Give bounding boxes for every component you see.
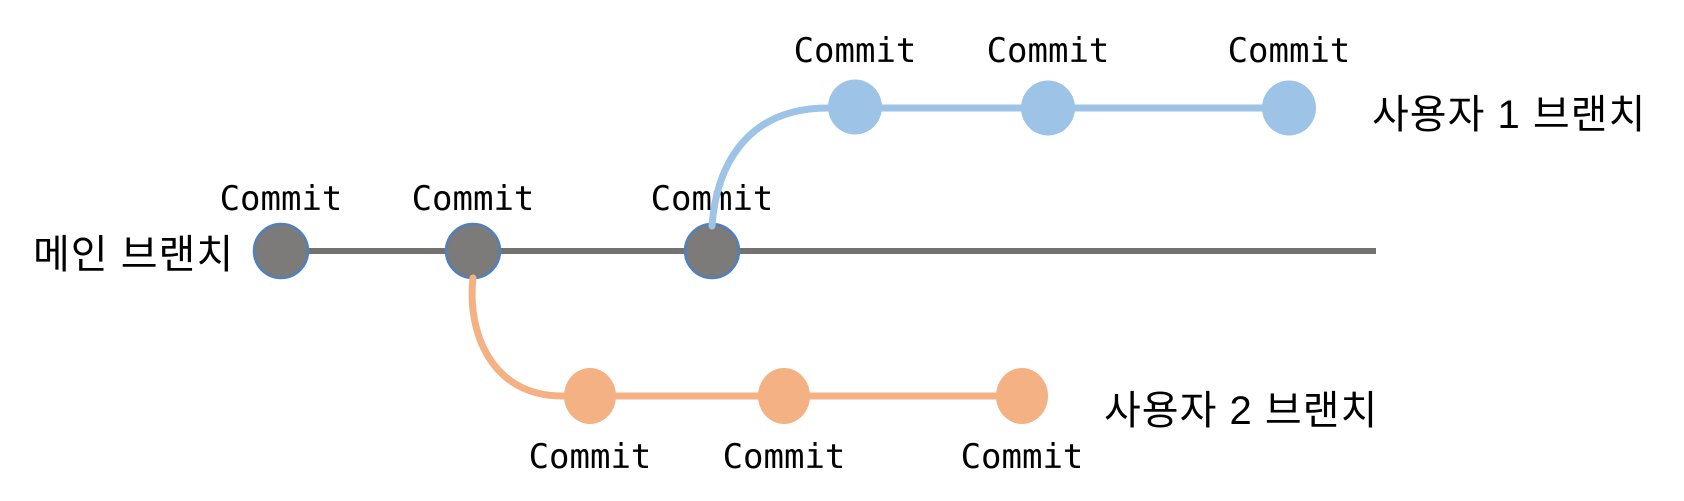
- main-branch-commit-label-1: Commit: [220, 179, 343, 219]
- user1-branch-commit-node-2: [1021, 80, 1075, 136]
- user2-branch-label: 사용자 2 브랜치: [1104, 388, 1379, 433]
- user2-branch-commit-node-1: [564, 368, 616, 424]
- user2-branch-commit-node-3: [996, 368, 1048, 424]
- main-branch-commit-node-3: [683, 222, 741, 280]
- user1-branch-commit-label-1: Commit: [794, 31, 917, 71]
- user1-branch-label: 사용자 1 브랜치: [1372, 92, 1647, 137]
- user2-branch-fork-curve: [468, 274, 566, 400]
- user2-branch-commit-label-3: Commit: [961, 437, 1084, 477]
- user2-branch-commit-node-2: [758, 368, 810, 424]
- user2-branch-commit-label-2: Commit: [723, 437, 846, 477]
- main-branch-commit-node-2: [444, 222, 502, 280]
- user1-branch-commit-node-3: [1262, 80, 1316, 136]
- user1-branch-fork-curve: [708, 104, 832, 230]
- user1-branch-commit-node-1: [828, 79, 882, 135]
- user1-branch-commit-label-2: Commit: [987, 31, 1110, 71]
- main-branch-commit-node-1: [252, 222, 310, 280]
- main-branch-commit-label-2: Commit: [412, 179, 535, 219]
- user2-branch-commit-label-1: Commit: [529, 437, 652, 477]
- main-branch-label: 메인 브랜치: [33, 232, 235, 277]
- user1-branch-commit-label-3: Commit: [1228, 31, 1351, 71]
